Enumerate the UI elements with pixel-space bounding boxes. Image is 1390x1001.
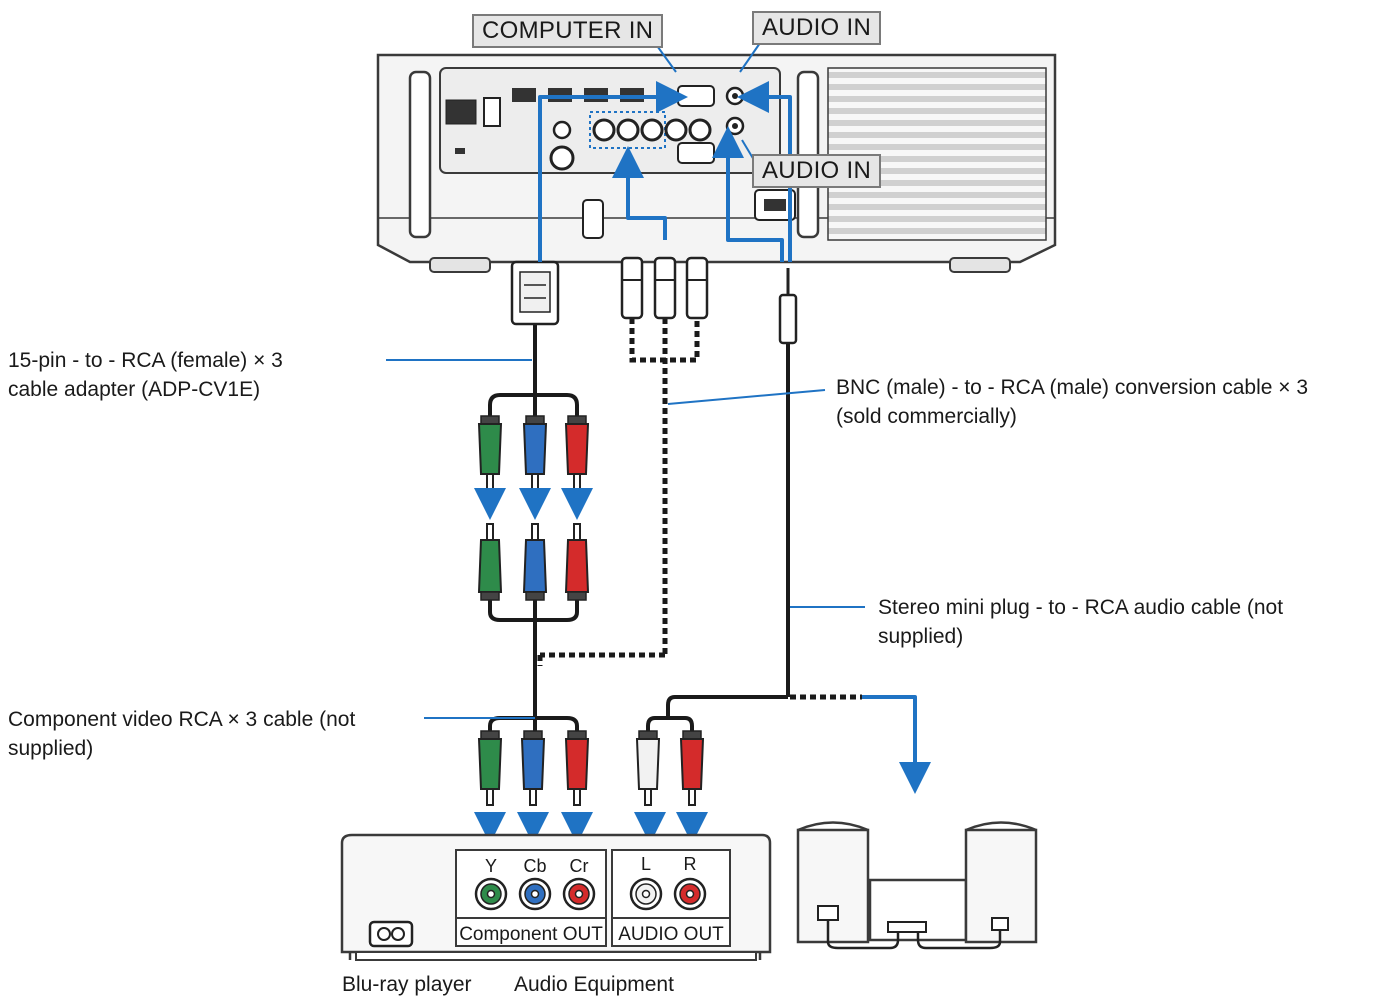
rca-plug-white-audio <box>635 730 661 806</box>
rca-plug-red-middle <box>564 523 590 601</box>
adapter-callout-line-2: cable adapter (ADP-CV1E) <box>8 378 261 401</box>
component-callout-line-2: supplied) <box>8 737 94 760</box>
component-callout: Component video RCA × 3 cable (not suppl… <box>8 705 355 763</box>
stereo-callout: Stereo mini plug - to - RCA audio cable … <box>878 593 1283 651</box>
rca-plugs <box>477 415 705 806</box>
bnc-callout: BNC (male) - to - RCA (male) conversion … <box>836 373 1308 431</box>
cables <box>488 322 790 733</box>
output-jacks <box>474 877 707 911</box>
component-out-label: Component OUT <box>459 924 603 945</box>
audio-in-bottom-tag: AUDIO IN <box>752 154 882 188</box>
speakers <box>796 821 1038 950</box>
stereo-callout-line-2: supplied) <box>878 625 964 648</box>
adapter-callout: 15-pin - to - RCA (female) × 3 cable ada… <box>8 346 283 404</box>
bluray-caption: Blu-ray player <box>342 973 472 996</box>
stereo-mini-plug <box>778 268 798 345</box>
stereo-callout-line-1: Stereo mini plug - to - RCA audio cable … <box>878 596 1284 619</box>
jack-y <box>474 877 508 911</box>
jack-label-cb: Cb <box>523 856 546 876</box>
bnc-connectors <box>620 256 709 320</box>
computer-in-tag: COMPUTER IN <box>472 14 664 48</box>
rca-plug-red-audio <box>679 730 705 806</box>
jack-cb <box>518 877 552 911</box>
bnc-callout-line-2: (sold commercially) <box>836 405 1017 428</box>
rca-plug-red-top <box>564 415 590 491</box>
audio-equipment-caption: Audio Equipment <box>514 973 674 996</box>
rca-plug-blue-middle <box>522 523 548 601</box>
jack-l <box>629 877 663 911</box>
rca-plug-red-bottom <box>564 730 590 806</box>
rca-plug-green-middle <box>477 523 503 601</box>
adapter-callout-line-1: 15-pin - to - RCA (female) × 3 <box>8 349 283 372</box>
callout-leaders <box>386 42 865 719</box>
vga-connector <box>510 260 560 326</box>
audio-out-label: AUDIO OUT <box>618 924 724 945</box>
component-callout-line-1: Component video RCA × 3 cable (not <box>8 708 356 731</box>
projector <box>376 53 1057 273</box>
rca-plug-green-bottom <box>477 730 503 806</box>
jack-label-cr: Cr <box>570 856 589 876</box>
jack-r <box>673 877 707 911</box>
jack-label-l: L <box>641 854 651 874</box>
jack-cr <box>562 877 596 911</box>
rca-plug-blue-top <box>522 415 548 491</box>
signal-arrows <box>474 81 931 844</box>
rca-plug-blue-bottom <box>520 730 546 806</box>
jack-label-r: R <box>684 854 697 874</box>
bluray-player: Y Cb Cr L R Component OUT AUDIO OUT <box>340 833 772 961</box>
audio-in-top-tag: AUDIO IN <box>752 11 882 45</box>
jack-label-y: Y <box>485 856 497 876</box>
dashed-cables <box>537 318 862 700</box>
rca-plug-green-top <box>477 415 503 491</box>
bnc-callout-line-1: BNC (male) - to - RCA (male) conversion … <box>836 376 1309 399</box>
